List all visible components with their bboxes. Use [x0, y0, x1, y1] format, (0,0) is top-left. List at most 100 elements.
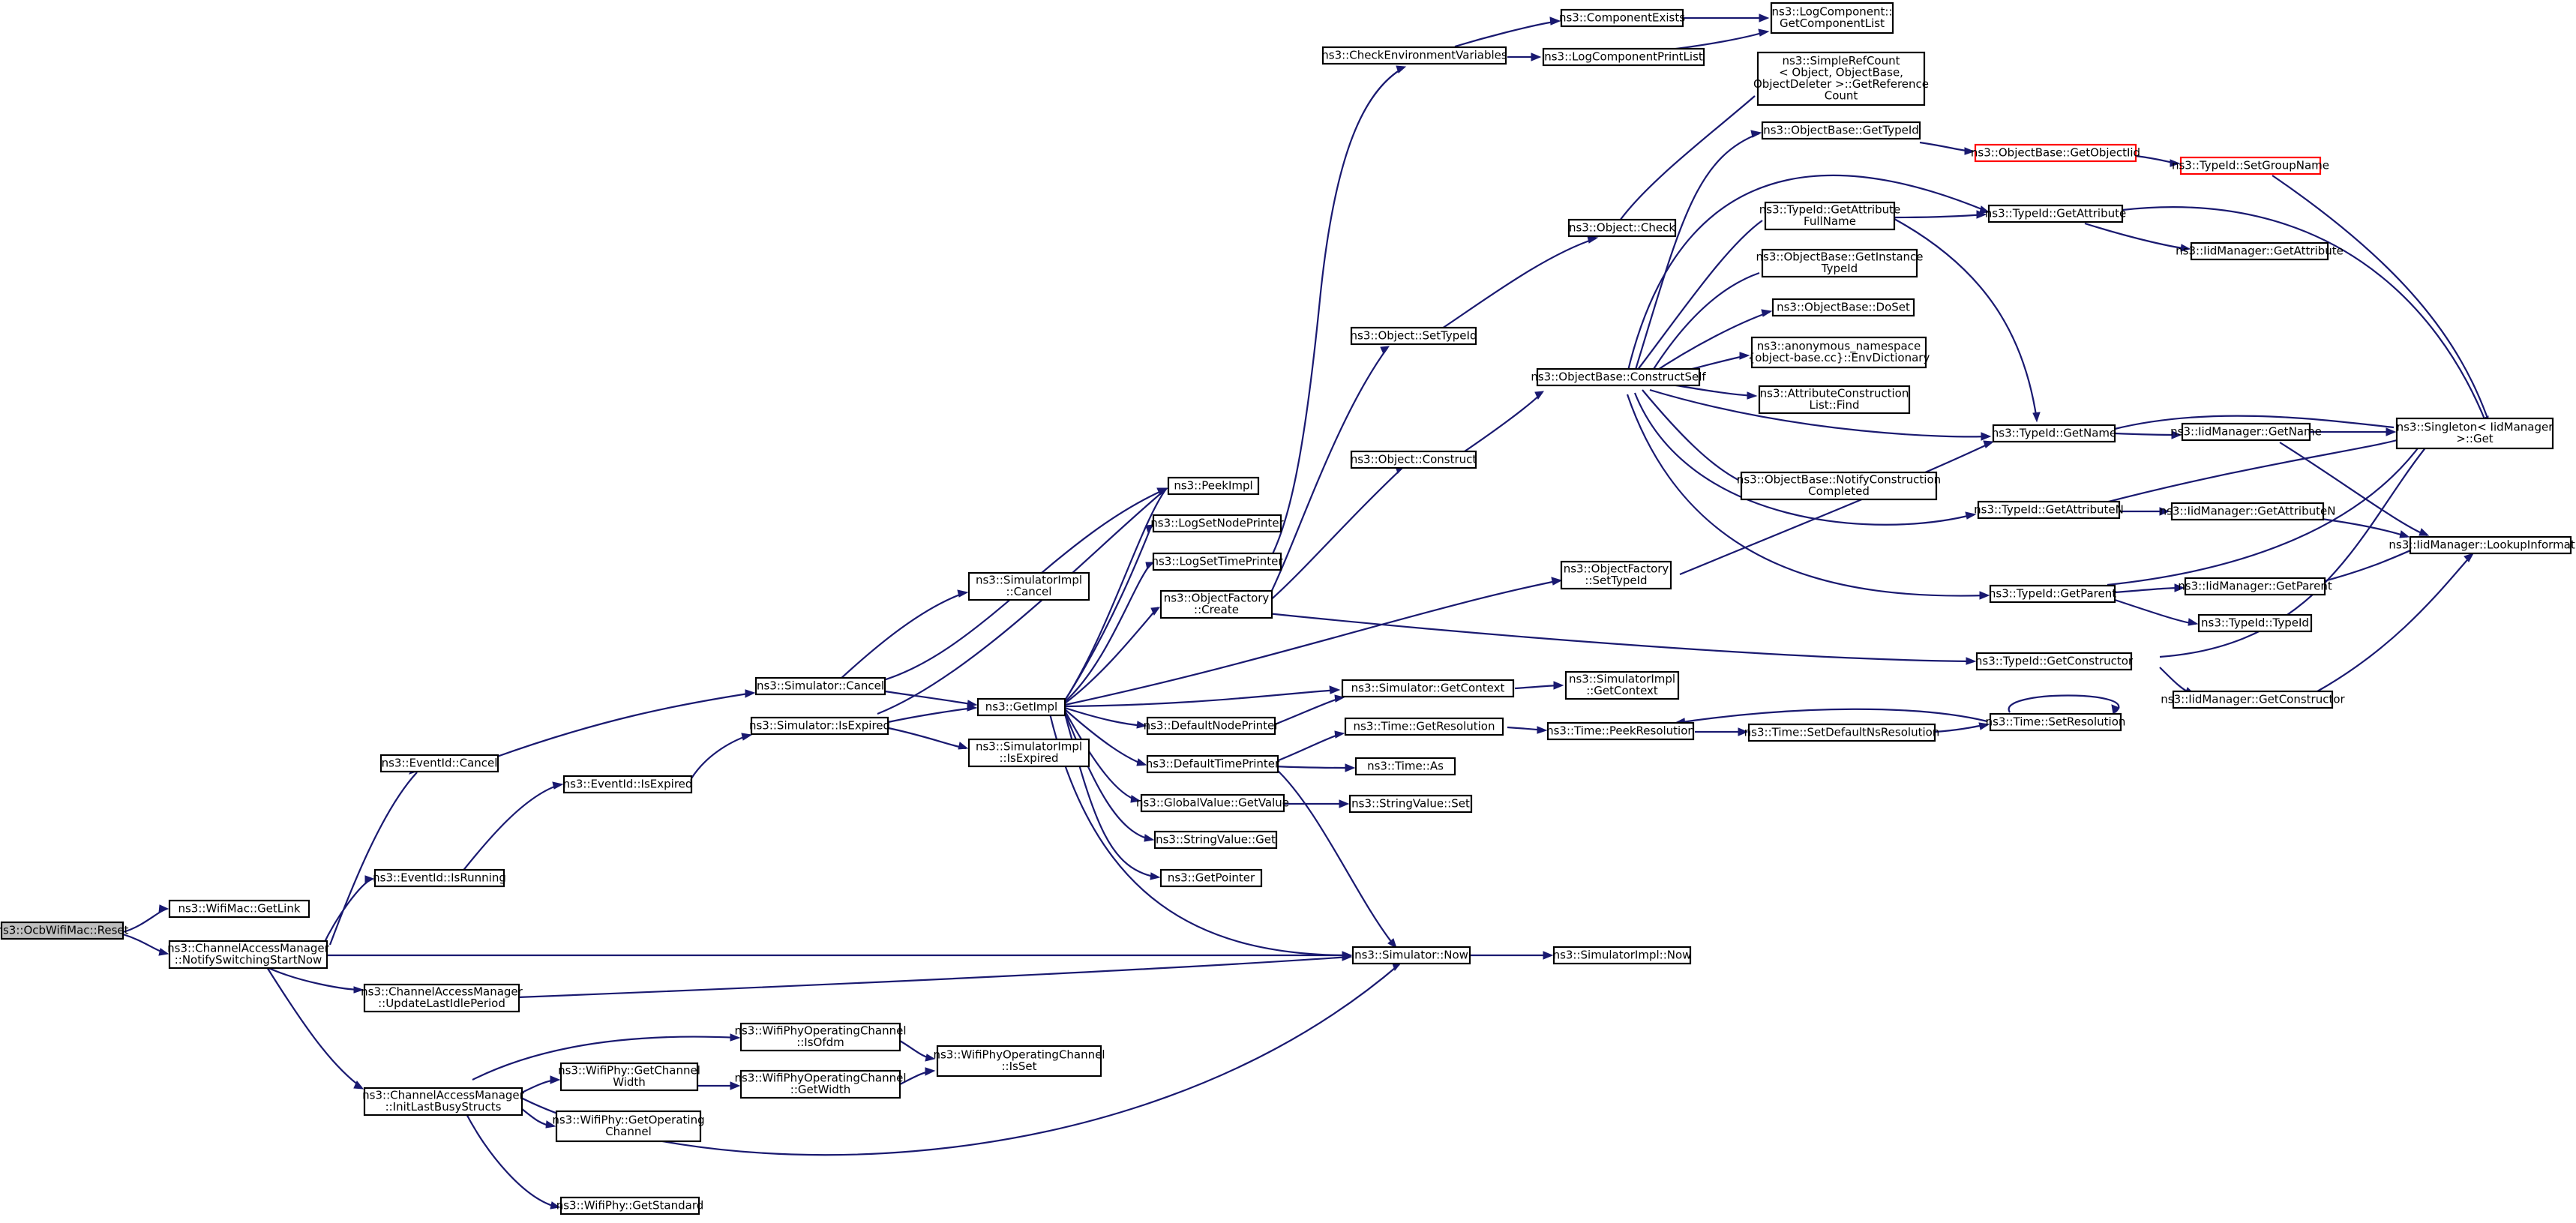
edge-getimpl-objfactcreate: [1064, 607, 1159, 704]
node-simcancel[interactable]: ns3::Simulator::Cancel: [754, 676, 886, 696]
edge-defnode-simgetctx: [1274, 696, 1343, 726]
node-envdict[interactable]: ns3::anonymous_namespace{object-base.cc}…: [1748, 336, 1930, 369]
node-label: ns3::LogSetNodePrinter: [1150, 516, 1284, 529]
node-iidgetname[interactable]: ns3::IidManager::GetName: [2170, 422, 2322, 442]
node-box: [1146, 716, 1276, 736]
node-objfactcreate[interactable]: ns3::ObjectFactory::Create: [1159, 589, 1273, 619]
arrowhead: [1144, 834, 1155, 842]
node-tgetparent[interactable]: ns3::TypeId::GetParent: [1989, 584, 2116, 604]
edge-tgetname-singleton: [2114, 415, 2395, 430]
node-tgetattrn[interactable]: ns3::TypeId::GetAttributeN: [1974, 500, 2124, 520]
node-implnow[interactable]: ns3::SimulatorImpl::Now: [1553, 946, 1692, 965]
node-tgetattribute[interactable]: ns3::TypeId::GetAttribute: [1985, 204, 2126, 223]
arrowhead: [1136, 758, 1147, 766]
node-defnode[interactable]: ns3::DefaultNodePrinter: [1144, 716, 1280, 736]
node-label: ns3::IidManager::GetName: [2170, 424, 2322, 438]
arrowhead: [1145, 524, 1155, 534]
node-simnow[interactable]: ns3::Simulator::Now: [1351, 946, 1471, 965]
arrowhead: [1334, 730, 1345, 739]
node-label: ns3::Simulator::Cancel: [757, 679, 884, 692]
node-iidgetparent[interactable]: ns3::IidManager::GetParent: [2178, 577, 2332, 596]
arrowhead: [550, 1201, 561, 1210]
node-tgetconstructor[interactable]: ns3::TypeId::GetConstructor: [1975, 652, 2134, 671]
node-ttypeid[interactable]: ns3::TypeId::TypeId: [2197, 613, 2313, 633]
node-getwidth[interactable]: ns3::WifiPhyOperatingChannel::GetWidth: [734, 1069, 907, 1099]
node-notify[interactable]: ns3::ChannelAccessManager::NotifySwitchi…: [167, 940, 330, 970]
node-iidgetconstructor[interactable]: ns3::IidManager::GetConstructor: [2161, 690, 2346, 709]
node-isrunning[interactable]: ns3::EventId::IsRunning: [373, 868, 506, 888]
node-implcancel[interactable]: ns3::SimulatorImpl::Cancel: [967, 571, 1090, 601]
node-isset[interactable]: ns3::WifiPhyOperatingChannel::IsSet: [933, 1045, 1105, 1078]
edge-getimpl-logsettime: [1064, 562, 1153, 703]
edge-tgetattribute-iidgetattribute: [2084, 222, 2189, 250]
node-peekres[interactable]: ns3::Time::PeekResolution: [1546, 721, 1695, 741]
node-simgetctx[interactable]: ns3::Simulator::GetContext: [1341, 679, 1515, 698]
node-logcompprint[interactable]: ns3::LogComponentPrintList: [1542, 47, 1705, 67]
node-singleton[interactable]: ns3::Singleton< IidManager >::Get: [2395, 417, 2554, 450]
arrowhead: [1979, 205, 1990, 214]
node-constructself[interactable]: ns3::ObjectBase::ConstructSelf: [1531, 367, 1706, 387]
node-simisexpired[interactable]: ns3::Simulator::IsExpired: [749, 716, 890, 736]
node-label: ns3::ObjectBase::GetObjectIid: [1971, 145, 2140, 159]
node-reset[interactable]: ns3::OcbWifiMac::Reset: [0, 921, 129, 940]
edge-iidgetconstructor-lookup: [2317, 554, 2473, 692]
node-svget[interactable]: ns3::StringValue::Get: [1153, 830, 1278, 850]
node-box: [1560, 560, 1672, 590]
node-notifyconstruct[interactable]: ns3::ObjectBase::NotifyConstructionCompl…: [1737, 471, 1941, 501]
node-objcheck[interactable]: ns3::Object::Check: [1567, 218, 1677, 238]
arrowhead: [1979, 591, 1990, 600]
node-objconstruct[interactable]: ns3::Object::Construct: [1351, 450, 1477, 469]
node-initlast[interactable]: ns3::ChannelAccessManager::InitLastBusyS…: [362, 1087, 525, 1117]
node-getobjectiid[interactable]: ns3::ObjectBase::GetObjectIid: [1971, 143, 2140, 163]
arrowhead: [364, 875, 375, 884]
node-setgroupname[interactable]: ns3::TypeId::SetGroupName: [2172, 156, 2329, 175]
node-checkenv[interactable]: ns3::CheckEnvironmentVariables: [1321, 46, 1507, 65]
edge-getimpl-svget: [1063, 712, 1153, 841]
node-isofdm[interactable]: ns3::WifiPhyOperatingChannel::IsOfdm: [734, 1022, 907, 1052]
node-box: [1761, 248, 1918, 278]
node-ofsettypeid[interactable]: ns3::ObjectFactory::SetTypeId: [1560, 560, 1672, 590]
node-logsetnode[interactable]: ns3::LogSetNodePrinter: [1150, 514, 1285, 533]
node-eventisexpired[interactable]: ns3::EventId::IsExpired: [563, 775, 693, 794]
node-getpointer[interactable]: ns3::GetPointer: [1159, 868, 1263, 888]
node-setdefns[interactable]: ns3::Time::SetDefaultNsResolution: [1744, 723, 1940, 742]
node-lookup[interactable]: ns3::IidManager::LookupInformation: [2389, 535, 2576, 555]
node-gvgetvalue[interactable]: ns3::GlobalValue::GetValue: [1136, 793, 1289, 813]
node-getlink[interactable]: ns3::WifiMac::GetLink: [168, 899, 310, 919]
node-timegetres[interactable]: ns3::Time::GetResolution: [1344, 717, 1504, 736]
node-setres[interactable]: ns3::Time::SetResolution: [1986, 712, 2126, 732]
node-deftime[interactable]: ns3::DefaultTimePrinter: [1146, 754, 1280, 774]
node-eventcancel[interactable]: ns3::EventId::Cancel: [379, 754, 499, 773]
node-implgetctx[interactable]: ns3::SimulatorImpl::GetContext: [1564, 670, 1680, 700]
node-obgettypeid[interactable]: ns3::ObjectBase::GetTypeId: [1761, 121, 1921, 140]
node-box: [2197, 613, 2313, 633]
edge-initlast-isofdm: [472, 1036, 739, 1081]
node-objsettypeid[interactable]: ns3::Object::SetTypeId: [1351, 326, 1477, 346]
edge-objsettypeid-objcheck: [1439, 237, 1597, 331]
node-getimpl[interactable]: ns3::GetImpl: [976, 697, 1066, 717]
node-iidgetattrn[interactable]: ns3::IidManager::GetAttributeN: [2160, 502, 2336, 521]
node-label: Channel: [605, 1125, 652, 1138]
node-logcompget[interactable]: ns3::LogComponent::GetComponentList: [1770, 1, 1894, 34]
node-svset[interactable]: ns3::StringValue::Set: [1348, 794, 1473, 814]
node-box: [739, 1069, 901, 1099]
node-obdoset[interactable]: ns3::ObjectBase::DoSet: [1771, 298, 1915, 317]
arrowhead: [1965, 511, 1977, 520]
arrowhead: [925, 1054, 936, 1062]
node-timeas[interactable]: ns3::Time::As: [1354, 757, 1456, 776]
node-tgetname[interactable]: ns3::TypeId::GetName: [1992, 424, 2116, 443]
node-getstandard[interactable]: ns3::WifiPhy::GetStandard: [556, 1196, 704, 1216]
node-peekimpl[interactable]: ns3::PeekImpl: [1167, 476, 1260, 496]
node-update[interactable]: ns3::ChannelAccessManager::UpdateLastIdl…: [361, 983, 523, 1013]
node-simplerefcount[interactable]: ns3::SimpleRefCount< Object, ObjectBase,…: [1753, 51, 1929, 106]
node-compexists[interactable]: ns3::ComponentExists: [1559, 8, 1685, 28]
node-logsettime[interactable]: ns3::LogSetTimePrinter: [1151, 552, 1283, 571]
node-implisexpired[interactable]: ns3::SimulatorImpl::IsExpired: [967, 738, 1090, 768]
node-iidgetattribute[interactable]: ns3::IidManager::GetAttribute: [2176, 241, 2344, 261]
